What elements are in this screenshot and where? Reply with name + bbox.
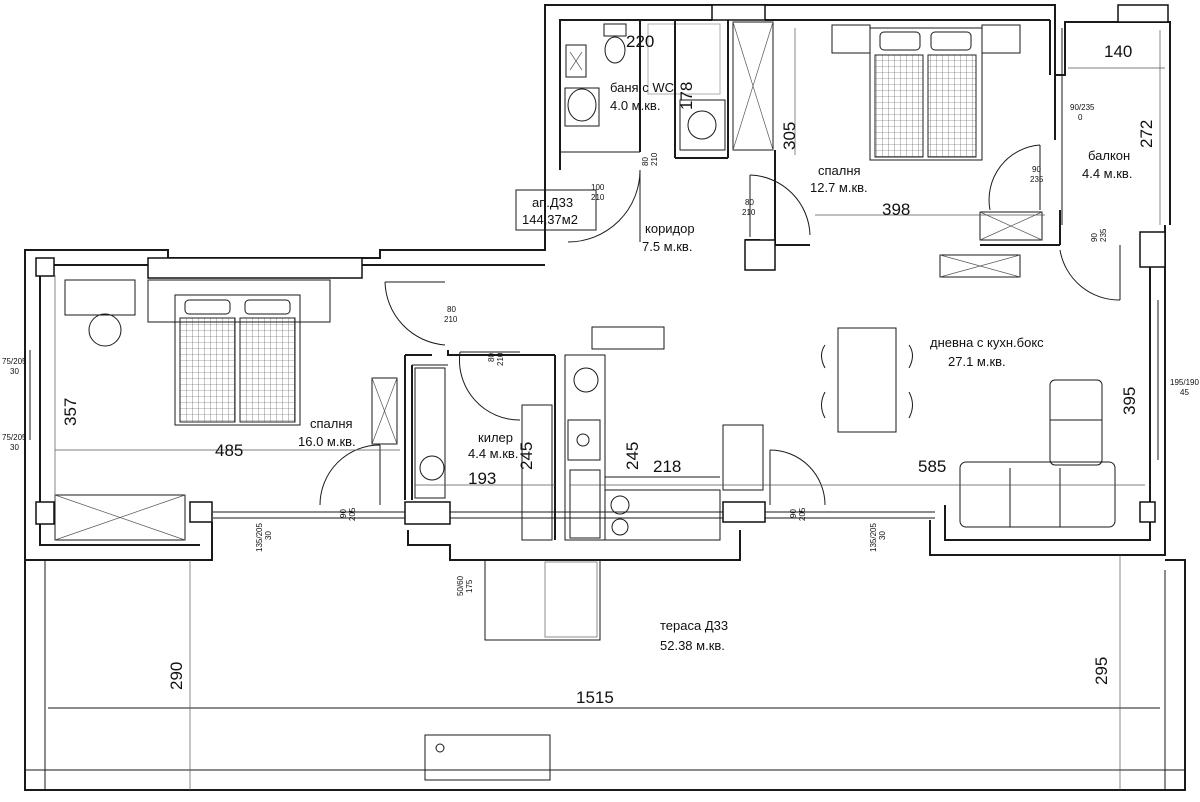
opening-label: 80 [641, 157, 650, 166]
room-area-bath: 4.0 м.кв. [610, 98, 660, 113]
dim-305: 305 [780, 122, 799, 150]
opening-label: 210 [444, 315, 458, 324]
opening-label: 210 [650, 152, 659, 166]
opening-label: 100 [591, 183, 605, 192]
dimension-lines [54, 28, 1165, 500]
opening-labels: 80 210 100 210 80 210 90/235 0 90 235 90… [2, 103, 1199, 596]
room-name-bedroom-left: спалня [310, 416, 353, 431]
opening-label: 90 [1090, 233, 1099, 242]
room-area-living: 27.1 м.кв. [948, 354, 1006, 369]
dim-585: 585 [918, 457, 946, 476]
opening-label: 135/205 [869, 523, 878, 552]
opening-label: 75/205 [2, 357, 27, 366]
room-area-bedroom-right: 12.7 м.кв. [810, 180, 868, 195]
opening-label: 80 [447, 305, 456, 314]
opening-label: 80 [487, 353, 496, 362]
room-area-corridor: 7.5 м.кв. [642, 239, 692, 254]
dim-220: 220 [626, 32, 654, 51]
opening-label: 0 [1078, 113, 1083, 122]
opening-label: 90/235 [1070, 103, 1095, 112]
dim-178: 178 [677, 82, 696, 110]
opening-label: 90 [339, 509, 348, 518]
opening-label: 30 [264, 531, 273, 540]
room-name-storage: килер [478, 430, 513, 445]
columns [35, 4, 1169, 525]
dim-245-a: 245 [517, 442, 536, 470]
dim-395: 395 [1120, 387, 1139, 415]
dim-295: 295 [1092, 657, 1111, 685]
opening-label: 90 [1032, 165, 1041, 174]
room-name-balcony: балкон [1088, 148, 1130, 163]
dim-357: 357 [61, 398, 80, 426]
dim-218: 218 [653, 457, 681, 476]
opening-label: 80 [745, 198, 754, 207]
opening-label: 235 [1099, 228, 1108, 242]
room-area-bedroom-left: 16.0 м.кв. [298, 434, 356, 449]
room-name-bath: баня с WC [610, 80, 674, 95]
terrace [24, 555, 1186, 791]
opening-label: 75/205 [2, 433, 27, 442]
opening-label: 45 [1180, 388, 1189, 397]
opening-label: 30 [878, 531, 887, 540]
room-area-balcony: 4.4 м.кв. [1082, 166, 1132, 181]
opening-label: 195/190 [1170, 378, 1199, 387]
dim-398: 398 [882, 200, 910, 219]
dim-193: 193 [468, 469, 496, 488]
doors [319, 144, 1121, 506]
opening-label: 30 [10, 367, 19, 376]
furniture [54, 23, 1116, 781]
room-name-corridor: коридор [645, 221, 695, 236]
opening-label: 90 [789, 509, 798, 518]
dim-1515: 1515 [576, 688, 614, 707]
dim-140: 140 [1104, 42, 1132, 61]
dim-485: 485 [215, 441, 243, 460]
apartment-tag-box [515, 189, 597, 231]
opening-label: 175 [465, 579, 474, 593]
room-name-living: дневна с кухн.бокс [930, 335, 1044, 350]
opening-label: 235 [1030, 175, 1044, 184]
windows [29, 28, 1159, 519]
dim-290: 290 [167, 662, 186, 690]
opening-label: 205 [798, 507, 807, 521]
opening-label: 210 [742, 208, 756, 217]
apartment-name: ап.Д33 [532, 195, 573, 210]
room-name-bedroom-right: спалня [818, 163, 861, 178]
opening-label: 210 [591, 193, 605, 202]
opening-label: 30 [10, 443, 19, 452]
opening-label: 135/205 [255, 523, 264, 552]
opening-label: 205 [348, 507, 357, 521]
room-area-terrace: 52.38 м.кв. [660, 638, 725, 653]
apartment-area: 144,37м2 [522, 212, 578, 227]
dim-245-b: 245 [623, 442, 642, 470]
dim-272: 272 [1137, 120, 1156, 148]
opening-label: 50/60 [456, 575, 465, 596]
opening-label: 210 [496, 352, 505, 366]
room-name-terrace: тераса Д33 [660, 618, 728, 633]
room-area-storage: 4.4 м.кв. [468, 446, 518, 461]
